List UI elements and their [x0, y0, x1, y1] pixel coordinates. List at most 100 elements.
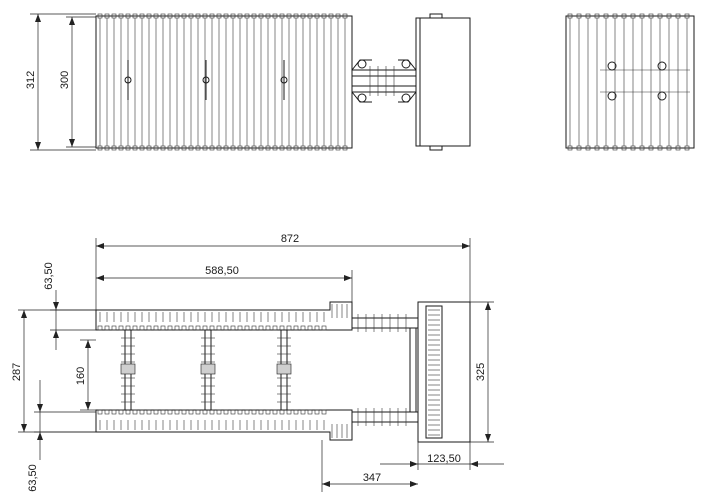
rib-cap — [612, 145, 618, 151]
tooth-notch — [307, 409, 313, 415]
rib-cap — [153, 145, 159, 151]
dim-side-total-height: 312 — [25, 13, 96, 151]
rib-cap — [146, 13, 152, 19]
cross-member-bracket — [276, 363, 292, 375]
tooth-notch — [132, 409, 138, 415]
rib-cap — [111, 145, 117, 151]
rib-cap — [195, 145, 201, 151]
tooth-notch — [153, 325, 159, 331]
plan-arm-pins — [357, 314, 407, 426]
rib-cap — [104, 13, 110, 19]
rib-cap — [279, 13, 285, 19]
plan-view — [95, 301, 471, 443]
rib-cap — [648, 145, 654, 151]
dim-gap-width: 160 — [75, 339, 96, 411]
rib-cap — [174, 13, 180, 19]
tooth-notch — [174, 325, 180, 331]
rib-cap — [265, 145, 271, 151]
rib-cap — [684, 13, 690, 19]
rib-cap — [648, 13, 654, 19]
rib-cap — [594, 13, 600, 19]
rib-cap — [321, 13, 327, 19]
rib-cap — [675, 13, 681, 19]
rib-cap — [258, 13, 264, 19]
tooth-notch — [111, 409, 117, 415]
tooth-notch — [97, 325, 103, 331]
rib-cap — [202, 13, 208, 19]
tooth-notch — [202, 409, 208, 415]
end-view — [565, 13, 695, 151]
tooth-notch — [209, 409, 215, 415]
rib-cap — [576, 13, 582, 19]
tooth-notch — [153, 409, 159, 415]
rib-cap — [300, 145, 306, 151]
rib-cap — [167, 145, 173, 151]
rib-cap — [216, 13, 222, 19]
tooth-notch — [125, 409, 131, 415]
rib-cap — [666, 13, 672, 19]
tooth-notch — [293, 409, 299, 415]
rib-cap — [174, 145, 180, 151]
tooth-notch — [307, 325, 313, 331]
cross-member-bracket — [200, 363, 216, 375]
rib-cap — [209, 13, 215, 19]
dim-label-end-width: 325 — [475, 363, 487, 381]
tooth-notch — [160, 325, 166, 331]
dim-label-inner-length: 588,50 — [205, 265, 239, 277]
rib-cap — [118, 145, 124, 151]
tooth-notch — [321, 325, 327, 331]
dim-label-overall-length: 872 — [281, 233, 299, 245]
tooth-notch — [251, 325, 257, 331]
rib-cap — [223, 13, 229, 19]
plan-cross-members — [120, 329, 292, 411]
rib-cap — [125, 145, 131, 151]
tooth-notch — [265, 325, 271, 331]
side-view-ribs — [97, 13, 348, 151]
rib-bolt — [124, 76, 132, 84]
rib-cap — [293, 13, 299, 19]
rib-cap — [146, 145, 152, 151]
rib-cap — [272, 145, 278, 151]
rib-cap — [209, 145, 215, 151]
cross-member-bracket — [120, 363, 136, 375]
rib-cap — [585, 145, 591, 151]
tooth-notch — [188, 409, 194, 415]
rib-cap — [118, 13, 124, 19]
rib-cap — [585, 13, 591, 19]
rib-cap — [293, 145, 299, 151]
rib-cap — [272, 13, 278, 19]
tooth-notch — [279, 325, 285, 331]
rib-cap — [181, 145, 187, 151]
rib-cap — [104, 145, 110, 151]
rib-cap — [314, 13, 320, 19]
plan-bottom-beam — [95, 409, 353, 441]
dim-label-arm-length: 347 — [363, 472, 381, 484]
tooth-notch — [118, 409, 124, 415]
tooth-notch — [188, 325, 194, 331]
side-view-connector — [351, 59, 417, 103]
tooth-notch — [202, 325, 208, 331]
dim-label-side-inner-height: 300 — [59, 71, 71, 89]
tooth-notch — [111, 325, 117, 331]
rib-cap — [657, 145, 663, 151]
plan-beam-teeth — [97, 304, 348, 438]
tooth-notch — [272, 409, 278, 415]
rib-cap — [307, 145, 313, 151]
rib-cap — [621, 145, 627, 151]
rib-cap — [132, 145, 138, 151]
tooth-notch — [146, 325, 152, 331]
dim-end-depth: 123,50 — [380, 442, 504, 470]
dim-top-offset: 63,50 — [43, 262, 96, 350]
rib-cap — [328, 13, 334, 19]
dim-side-inner-height: 300 — [59, 16, 96, 148]
rib-cap — [684, 145, 690, 151]
rib-cap — [237, 145, 243, 151]
dim-bottom-offset: 63,50 — [27, 380, 96, 492]
dim-label-side-total-height: 312 — [25, 71, 37, 89]
tooth-notch — [293, 325, 299, 331]
dim-arm-length: 347 — [321, 440, 418, 492]
rib-cap — [223, 145, 229, 151]
tooth-notch — [237, 325, 243, 331]
dim-label-bottom-offset: 63,50 — [27, 464, 39, 492]
tooth-notch — [160, 409, 166, 415]
